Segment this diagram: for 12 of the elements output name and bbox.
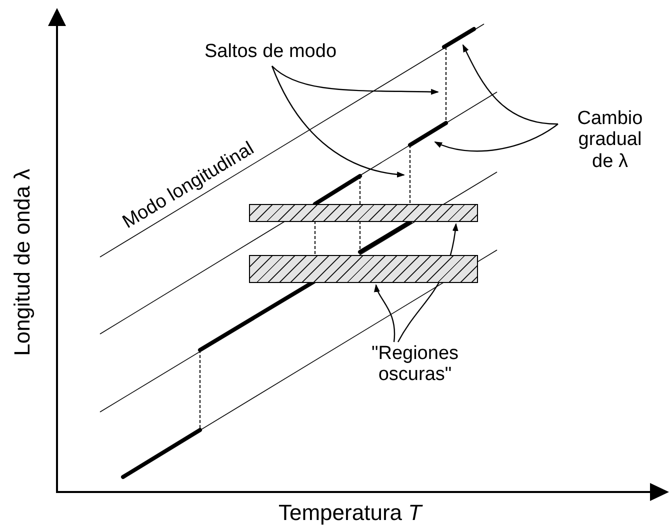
axis-title: Temperatura T (278, 500, 422, 526)
callout-text: Saltos de modo (193, 41, 348, 62)
leader-arrow (272, 66, 439, 95)
leader-arrow (271, 66, 405, 178)
callout-text: "Regiones oscuras" (340, 343, 490, 386)
hatched-region (249, 255, 478, 283)
leader-arrow (434, 124, 558, 152)
leader-arrow (374, 284, 396, 342)
callout-text: Cambio gradual de λ (568, 108, 652, 172)
hatched-region (249, 204, 478, 222)
axis-title: Longitud de onda λ (10, 168, 34, 356)
leader-arrow (462, 44, 558, 125)
